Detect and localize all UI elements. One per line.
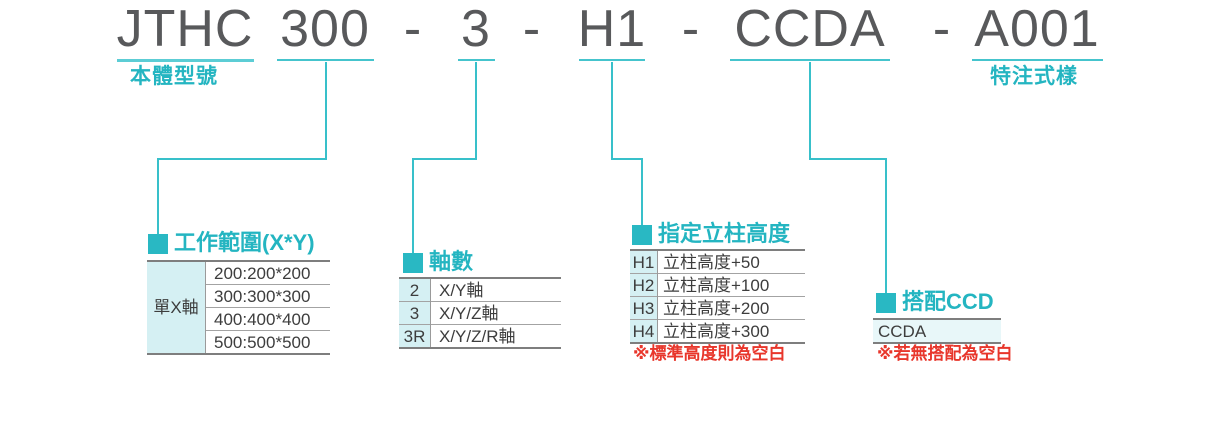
connector-ccd-down — [885, 158, 887, 293]
table-value-cell: 400:400*400 — [205, 307, 330, 331]
table-key-cell: 3R — [399, 324, 431, 348]
connector-range-drop — [325, 62, 327, 160]
table-value-cell: X/Y軸 — [439, 280, 484, 300]
code-part-series: JTHC — [116, 0, 254, 58]
underline-axes — [458, 59, 495, 61]
code-part-ccd: CCDA — [734, 0, 886, 58]
section-bullet-square — [632, 225, 652, 245]
table-value-cell: 立柱高度+300 — [657, 319, 805, 343]
table-value-cell: 立柱高度+100 — [657, 273, 805, 297]
code-separator-dash: - — [932, 0, 952, 58]
code-part-special: A001 — [974, 0, 1100, 58]
table-value-cell: X/Y/Z軸 — [430, 301, 561, 325]
underline-series — [117, 59, 254, 62]
code-part-axes: 3 — [461, 0, 491, 58]
table-value-cell: 立柱高度+200 — [657, 296, 805, 320]
body-model-label: 本體型號 — [130, 65, 218, 88]
table-key-cell: H2 — [630, 273, 658, 297]
connector-axes-down — [412, 158, 414, 253]
section-bullet-square — [403, 253, 423, 273]
table-value-cell: 200:200*200 — [214, 263, 311, 283]
code-separator-dash: - — [681, 0, 701, 58]
special-spec-label: 特注式樣 — [990, 65, 1078, 88]
working-range-table: 單X軸 200:200*200 300:300*300 400:400*400 … — [147, 260, 330, 355]
connector-range-across — [157, 158, 327, 160]
section-bullet-square — [148, 234, 168, 254]
ccd-option-table: CCDA — [873, 318, 1001, 344]
table-key-cell: 3 — [399, 301, 431, 325]
standard-height-note: ※標準高度則為空白 — [633, 344, 786, 363]
table-key-cell: H4 — [630, 319, 658, 343]
axis-count-table: 2 X/Y軸 3 X/Y/Z軸 3R X/Y/Z/R軸 — [399, 277, 561, 349]
table-value-cell: CCDA — [873, 319, 1001, 343]
section-bullet-square — [876, 293, 896, 313]
table-value-cell: 300:300*300 — [205, 284, 330, 308]
column-height-title: 指定立柱高度 — [658, 221, 791, 246]
table-value-cell: 500:500*500 — [205, 330, 330, 354]
underline-special — [972, 59, 1103, 61]
working-range-title: 工作範圍(X*Y) — [174, 230, 315, 255]
table-key-cell: 2 — [399, 278, 431, 302]
axis-count-title: 軸數 — [429, 249, 474, 274]
table-merged-key-cell: 單X軸 — [147, 261, 206, 354]
no-ccd-note: ※若無搭配為空白 — [877, 344, 1013, 363]
connector-height-across — [611, 158, 643, 160]
table-value-cell: 立柱高度+50 — [663, 252, 760, 272]
code-separator-dash: - — [522, 0, 542, 58]
connector-range-down — [157, 158, 159, 234]
connector-axes-across — [412, 158, 477, 160]
table-key-cell: H1 — [630, 250, 658, 274]
table-value-cell: X/Y/Z/R軸 — [430, 324, 561, 348]
connector-ccd-across — [809, 158, 887, 160]
connector-axes-drop — [475, 62, 477, 160]
code-separator-dash: - — [403, 0, 423, 58]
table-key-cell: H3 — [630, 296, 658, 320]
column-height-table: H1 立柱高度+50 H2 立柱高度+100 H3 立柱高度+200 H4 立柱… — [630, 249, 805, 344]
underline-range — [277, 59, 374, 61]
underline-ccd — [730, 59, 890, 61]
code-part-height: H1 — [577, 0, 647, 58]
connector-height-drop — [611, 62, 613, 160]
underline-height — [579, 59, 645, 61]
code-part-range: 300 — [280, 0, 370, 58]
connector-height-down — [641, 158, 643, 225]
ccd-option-title: 搭配CCD — [902, 289, 994, 314]
connector-ccd-drop — [809, 62, 811, 160]
